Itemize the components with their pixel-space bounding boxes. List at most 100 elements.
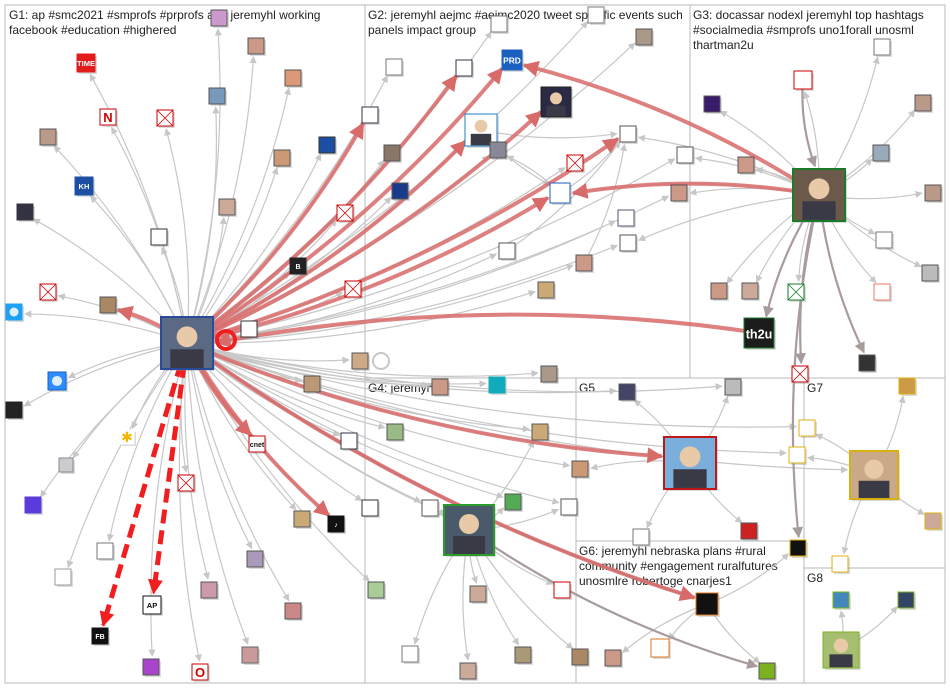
node-p11[interactable] [218,198,237,217]
node-nbc[interactable] [16,203,35,222]
node-n4_4[interactable] [531,423,550,442]
node-n3_3[interactable] [703,95,722,114]
node-sox[interactable] [5,401,24,420]
node-man1[interactable] [241,646,260,665]
node-vivianfrancos[interactable] [489,141,508,160]
node-christianmcm[interactable] [822,631,861,670]
node-n8_2[interactable] [897,591,916,610]
node-n4_3[interactable] [421,499,440,518]
node-n7_2[interactable] [788,446,807,465]
node-n_t3[interactable] [361,106,380,125]
node-n3_12[interactable] [873,283,892,302]
node-n7_5[interactable] [831,555,850,574]
node-jeremyhl[interactable] [160,316,215,371]
node-docassar[interactable] [792,168,847,223]
node-n_t2[interactable] [455,59,474,78]
node-edtech_stories[interactable] [537,281,556,300]
node-n3_10[interactable] [741,282,760,301]
node-fb[interactable]: FB [91,627,110,646]
node-neb_n[interactable]: N [99,108,118,127]
node-n5_2[interactable] [724,378,743,397]
node-n_t5[interactable] [391,182,410,201]
node-nebraskasower[interactable] [663,436,718,491]
node-p19[interactable] [200,581,219,600]
node-unoO[interactable]: O [191,663,210,682]
node-zoom_us[interactable] [47,371,68,392]
node-n6_3[interactable] [789,539,808,558]
node-espn6[interactable] [96,542,115,561]
node-n4_6[interactable] [560,498,579,517]
node-kh[interactable]: KH [74,176,95,197]
node-n4_11[interactable] [514,646,533,665]
node-n4_12[interactable] [571,648,590,667]
node-n3_8[interactable] [921,264,940,283]
node-n5_5[interactable] [632,528,651,547]
node-n4_9[interactable] [401,645,420,664]
node-p22[interactable] [293,510,312,529]
node-p8[interactable] [208,87,227,106]
node-p2[interactable] [39,283,58,302]
node-ccooke6685[interactable] [443,504,496,557]
node-nmascot[interactable] [142,658,161,677]
node-n_t10[interactable] [617,209,636,228]
node-time[interactable]: TIME [76,53,97,74]
node-n_t4[interactable] [383,144,402,163]
node-n3_13[interactable] [858,354,877,373]
node-p23[interactable] [340,432,359,451]
node-p10[interactable] [273,149,292,168]
node-p21[interactable] [284,602,303,621]
node-p25[interactable] [361,499,380,518]
node-nodexl[interactable] [619,125,638,144]
node-n6_1[interactable] [604,649,623,668]
node-p12[interactable] [318,136,337,155]
node-p15[interactable] [240,320,259,339]
node-cnet[interactable]: cnet [248,435,267,454]
node-n_t9[interactable] [566,154,585,173]
node-n3_5[interactable] [872,144,891,163]
node-p17[interactable] [351,352,370,371]
node-nodexl_mktng[interactable] [619,234,638,253]
node-n4_2[interactable] [488,376,507,395]
node-n4_10[interactable] [459,662,478,681]
node-p14[interactable] [344,280,363,299]
node-n4_1[interactable] [431,378,450,397]
node-n3_1[interactable] [873,38,892,57]
node-n3_11[interactable] [787,283,806,302]
node-n_t6[interactable] [490,15,509,34]
node-n5_3[interactable] [571,460,590,479]
node-thartman2u[interactable]: th2u [743,317,776,350]
node-n3_7[interactable] [875,231,894,250]
node-p4[interactable] [156,109,175,128]
node-n_t7[interactable] [587,6,606,25]
node-b[interactable]: B [289,257,308,276]
node-med_lafouairas[interactable] [670,184,689,203]
node-p20[interactable] [246,550,265,569]
node-p16[interactable] [303,375,322,394]
node-p13[interactable] [336,204,355,223]
node-p7[interactable] [247,37,266,56]
node-n6_2[interactable] [758,662,777,681]
node-n_t11[interactable] [540,365,559,384]
node-cat[interactable] [58,457,75,474]
node-n3_6[interactable] [924,184,943,203]
node-n_t8[interactable] [635,28,654,47]
node-n3_4[interactable] [737,156,756,175]
node-n3_14[interactable] [791,365,810,384]
node-tiktok[interactable]: ♪ [327,515,346,534]
node-themotherofewok[interactable] [849,450,900,501]
node-aejmc_prd[interactable]: PRD [501,49,524,72]
node-p18[interactable] [177,474,196,493]
node-p26[interactable] [386,423,405,442]
node-enlist[interactable] [24,496,43,515]
node-n7_1[interactable] [798,419,817,438]
node-willthewordguy[interactable] [540,86,573,119]
node-p9[interactable] [284,69,303,88]
node-n7_3[interactable] [898,377,917,396]
node-n3_2[interactable] [914,94,933,113]
node-n4_8[interactable] [469,585,488,604]
node-walmart[interactable]: ✱ [119,429,136,446]
node-broomcenter[interactable] [793,70,814,91]
node-n5_4[interactable] [740,522,759,541]
node-metoscm[interactable] [498,242,517,261]
node-diaperdan72[interactable] [650,638,671,659]
